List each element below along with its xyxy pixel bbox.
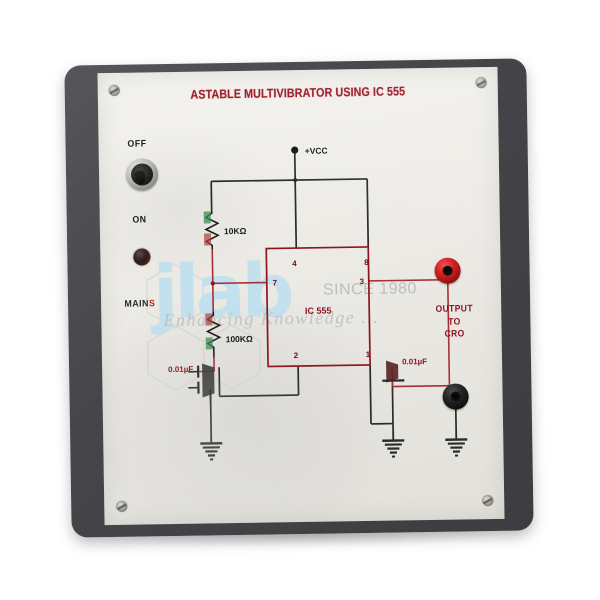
resistor-r1-label: 10KΩ xyxy=(224,226,247,236)
circuit-diagram: IC 555 4 8 7 3 2 1 +VCC 10KΩ xyxy=(168,146,469,461)
ic555-body xyxy=(265,246,371,368)
switch-label-on: ON xyxy=(132,214,147,226)
resistor-r2 xyxy=(205,311,222,358)
pin-label-2: 2 xyxy=(294,351,299,360)
pin-label-3: 3 xyxy=(359,277,364,286)
ic555-label: IC 555 xyxy=(305,306,332,316)
pin-label-1: 1 xyxy=(366,350,371,359)
ground-symbol-center xyxy=(380,429,406,458)
wire-group-dark xyxy=(209,150,457,434)
switch-label-off: OFF xyxy=(127,138,147,150)
junction-dot-left xyxy=(210,281,215,286)
pin-label-4: 4 xyxy=(292,259,297,268)
vcc-terminal-dot xyxy=(291,146,299,154)
capacitor-c2-label: 0.01µF xyxy=(402,357,427,366)
ground-symbol-right xyxy=(443,428,469,457)
mains-label: MAINS xyxy=(124,298,155,309)
output-terminal-label: OUTPUT TO CRO xyxy=(423,303,487,341)
output-label-line2: TO xyxy=(448,315,461,328)
capacitor-c1-label: 0.01µF xyxy=(168,365,193,374)
vcc-label: +VCC xyxy=(305,146,328,156)
mains-label-accent: S xyxy=(148,298,156,310)
junction-dot-vcc xyxy=(293,177,298,183)
pin-label-7: 7 xyxy=(272,278,277,287)
capacitor-c1 xyxy=(188,363,215,404)
mains-label-text: MAIN xyxy=(124,298,150,310)
ground-symbol-left xyxy=(198,432,224,461)
instrument-faceplate: ASTABLE MULTIVIBRATOR USING IC 555 jlab … xyxy=(97,66,505,526)
output-label-line3: CRO xyxy=(444,328,465,340)
resistor-r1 xyxy=(203,209,220,250)
output-label-line1: OUTPUT xyxy=(435,303,473,315)
pin-label-8: 8 xyxy=(364,258,369,267)
resistor-r2-label: 100KΩ xyxy=(226,334,253,344)
wire-group-red xyxy=(198,249,451,388)
capacitor-c2 xyxy=(382,360,405,383)
